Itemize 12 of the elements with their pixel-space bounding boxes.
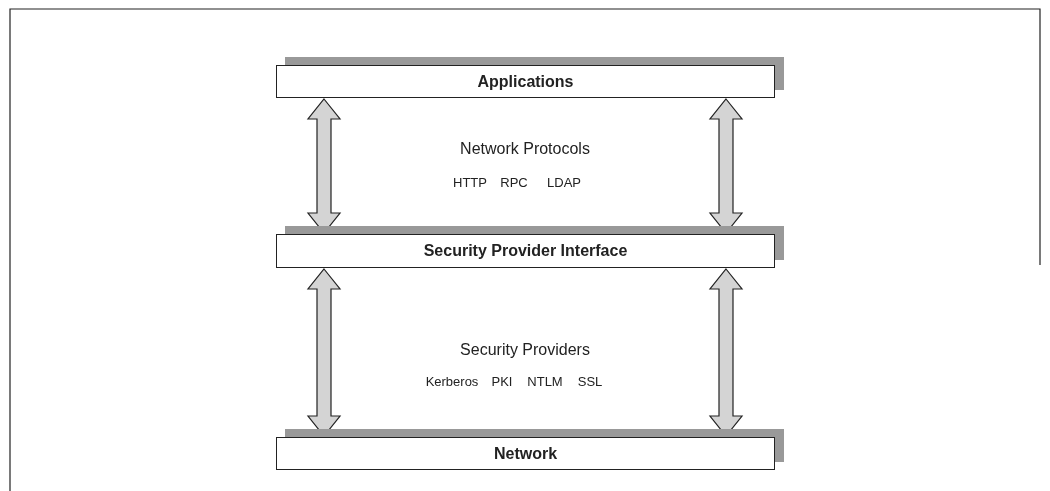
layer-title: Applications: [477, 72, 574, 91]
protocol-label: Kerberos: [425, 374, 479, 389]
layer-title: Network: [493, 444, 558, 463]
layer-title: Security Provider Interface: [423, 242, 628, 260]
protocol-label: HTTP: [453, 175, 487, 190]
protocol-label: SSL: [577, 374, 603, 389]
protocol-label: RPC: [500, 175, 528, 190]
group-heading: Security Providers: [460, 341, 590, 359]
protocol-label: PKI: [491, 374, 513, 389]
protocol-label: NTLM: [527, 374, 563, 389]
protocol-label: LDAP: [547, 175, 581, 190]
group-heading: Network Protocols: [460, 140, 590, 158]
